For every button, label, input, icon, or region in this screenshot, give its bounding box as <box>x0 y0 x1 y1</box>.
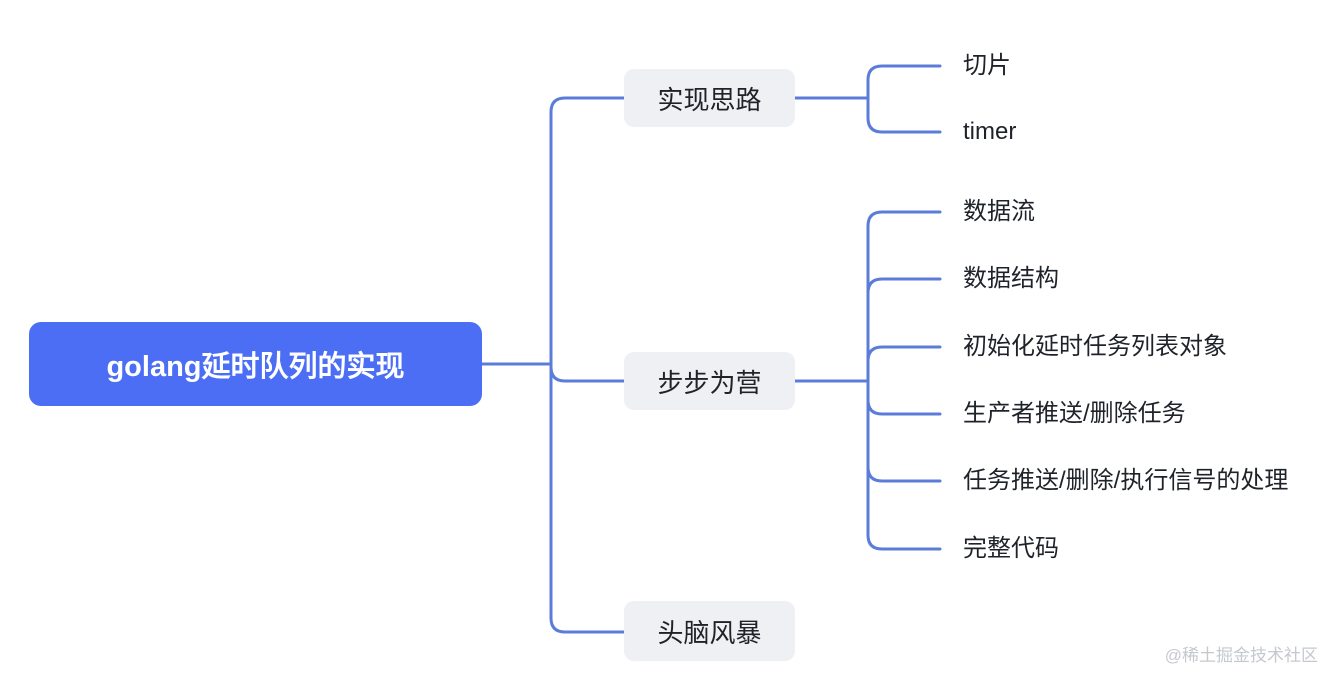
root-node[interactable]: golang延时队列的实现 <box>29 322 482 406</box>
watermark: @稀土掘金技术社区 <box>1164 646 1318 665</box>
connector-branch2-child6 <box>866 533 942 551</box>
connector-branch2-child2 <box>866 277 942 295</box>
connector-branch2-child3 <box>866 345 942 363</box>
connector-branch2-child1 <box>866 210 942 228</box>
leaf-node-init-delay-task-list[interactable]: 初始化延时任务列表对象 <box>963 333 1227 360</box>
leaf-node-data-flow[interactable]: 数据流 <box>963 198 1035 225</box>
connector-to-branch-1 <box>549 96 626 114</box>
connector-to-branch-2 <box>549 365 626 383</box>
leaf-node-task-signal-handling[interactable]: 任务推送/删除/执行信号的处理 <box>963 467 1289 494</box>
leaf-node-producer-push-delete[interactable]: 生产者推送/删除任务 <box>963 400 1186 427</box>
branch-node-implementation-idea[interactable]: 实现思路 <box>624 69 795 127</box>
branch-node-step-by-step[interactable]: 步步为营 <box>624 352 795 410</box>
leaf-node-complete-code[interactable]: 完整代码 <box>963 535 1059 562</box>
connector-branch1-child1 <box>866 64 942 82</box>
leaf-node-slice[interactable]: 切片 <box>963 52 1011 79</box>
leaf-node-timer[interactable]: timer <box>963 118 1017 145</box>
connector-branch1-child2 <box>866 116 942 134</box>
leaf-node-data-structure[interactable]: 数据结构 <box>963 265 1059 292</box>
connector-branch2-child5 <box>866 465 942 483</box>
connector-to-branch-3 <box>549 616 626 634</box>
branch-node-brainstorm[interactable]: 头脑风暴 <box>624 601 795 661</box>
connector-branch2-child4 <box>866 398 942 416</box>
